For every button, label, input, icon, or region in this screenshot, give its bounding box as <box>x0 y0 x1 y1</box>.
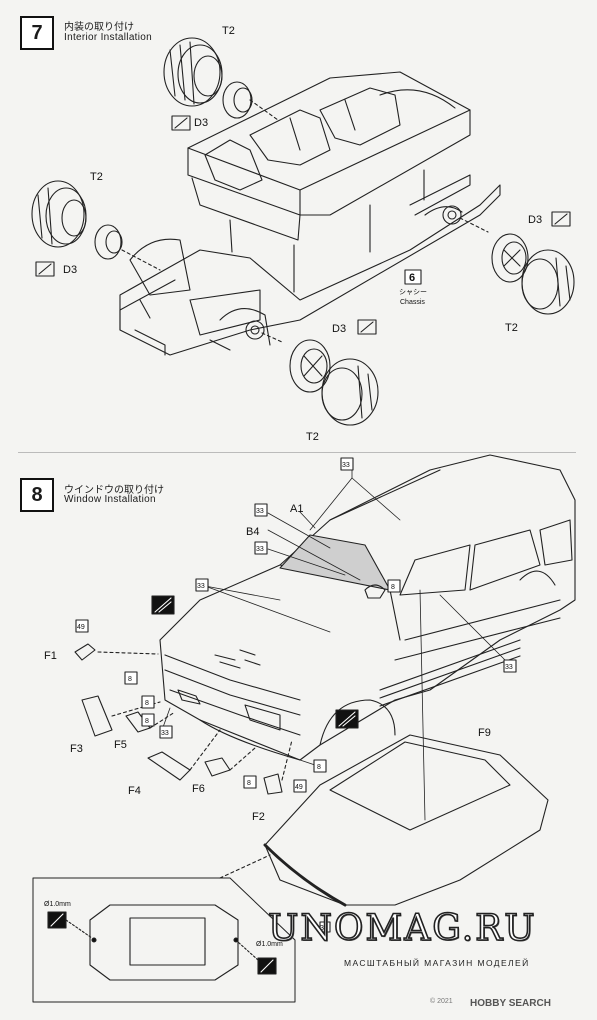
step-8-number: 8 <box>20 478 54 512</box>
watermark-brand: UNOMAG.RU <box>267 907 537 950</box>
callout-8: 8 <box>247 780 251 787</box>
watermark-tagline: МАСШТАБНЫЙ МАГАЗИН МОДЕЛЕЙ <box>344 958 530 968</box>
callout-33: 33 <box>320 925 328 932</box>
step-7-title-en: Interior Installation <box>64 32 153 43</box>
wheel-set-right <box>491 233 575 315</box>
callout-8: 8 <box>145 700 149 707</box>
callout-8: 8 <box>391 584 395 591</box>
label-f5: F5 <box>114 739 127 751</box>
inset-drill-top: Ø1.0mm <box>44 901 71 908</box>
label-b4: B4 <box>246 526 259 538</box>
label-t2-left: T2 <box>90 171 103 183</box>
label-d3-top: D3 <box>194 117 208 129</box>
callout-8: 8 <box>145 718 149 725</box>
callout-numbers: 33 33 33 33 33 33 33 49 49 8 8 8 8 8 8 <box>77 462 513 932</box>
chassis <box>119 174 501 356</box>
step-8-title-en: Window Installation <box>64 494 156 505</box>
callout-33: 33 <box>197 583 205 590</box>
label-f9: F9 <box>478 727 491 739</box>
paint-markers-step7 <box>35 115 571 335</box>
label-t2-top: T2 <box>222 25 235 37</box>
label-f3: F3 <box>70 743 83 755</box>
inset-pointer <box>219 854 271 879</box>
car-body <box>159 454 576 761</box>
axle-studs <box>245 205 489 343</box>
drill-inset <box>32 877 296 1003</box>
rear-window-f9 <box>263 734 549 907</box>
label-t2-right: T2 <box>505 322 518 334</box>
label-f4: F4 <box>128 785 141 797</box>
callout-33: 33 <box>256 546 264 553</box>
section-divider <box>18 452 576 453</box>
callout-8: 8 <box>128 676 132 683</box>
callout-boxes <box>75 457 517 933</box>
label-d3-left: D3 <box>63 264 77 276</box>
callout-lines <box>161 469 506 821</box>
label-f6: F6 <box>192 783 205 795</box>
label-d3-bottom: D3 <box>332 323 346 335</box>
callout-33: 33 <box>342 462 350 469</box>
wheel-set-left <box>31 180 161 271</box>
inset-drill-right: Ø1.0mm <box>256 941 283 948</box>
chassis-label-jp: シャシー <box>399 288 427 296</box>
interior-tub <box>187 71 471 293</box>
step-7-number: 7 <box>20 16 54 50</box>
label-a1: A1 <box>290 503 303 515</box>
wheel-set-bottom <box>289 339 379 426</box>
copyright: © 2021 <box>430 998 453 1005</box>
label-f2: F2 <box>252 811 265 823</box>
chassis-label-en: Chassis <box>400 299 425 306</box>
callout-33: 33 <box>256 508 264 515</box>
paint-chips-step8 <box>151 595 359 729</box>
label-d3-right: D3 <box>528 214 542 226</box>
rear-view-mirror <box>364 584 386 599</box>
callout-49: 49 <box>77 624 85 631</box>
callout-33: 33 <box>505 664 513 671</box>
wheel-set-top <box>163 37 279 121</box>
callout-8: 8 <box>317 764 321 771</box>
callout-33: 33 <box>161 730 169 737</box>
chassis-number: 6 <box>409 272 415 284</box>
callout-49: 49 <box>295 784 303 791</box>
label-f1: F1 <box>44 650 57 662</box>
hobby-search-logo: HOBBY SEARCH <box>470 998 551 1009</box>
step-7-title-jp: 内装の取り付け <box>64 22 134 33</box>
label-t2-bottom: T2 <box>306 431 319 443</box>
step-8-title-jp: ウインドウの取り付け <box>64 485 164 496</box>
chassis-number-box <box>404 269 422 285</box>
leader-lines <box>97 651 293 781</box>
